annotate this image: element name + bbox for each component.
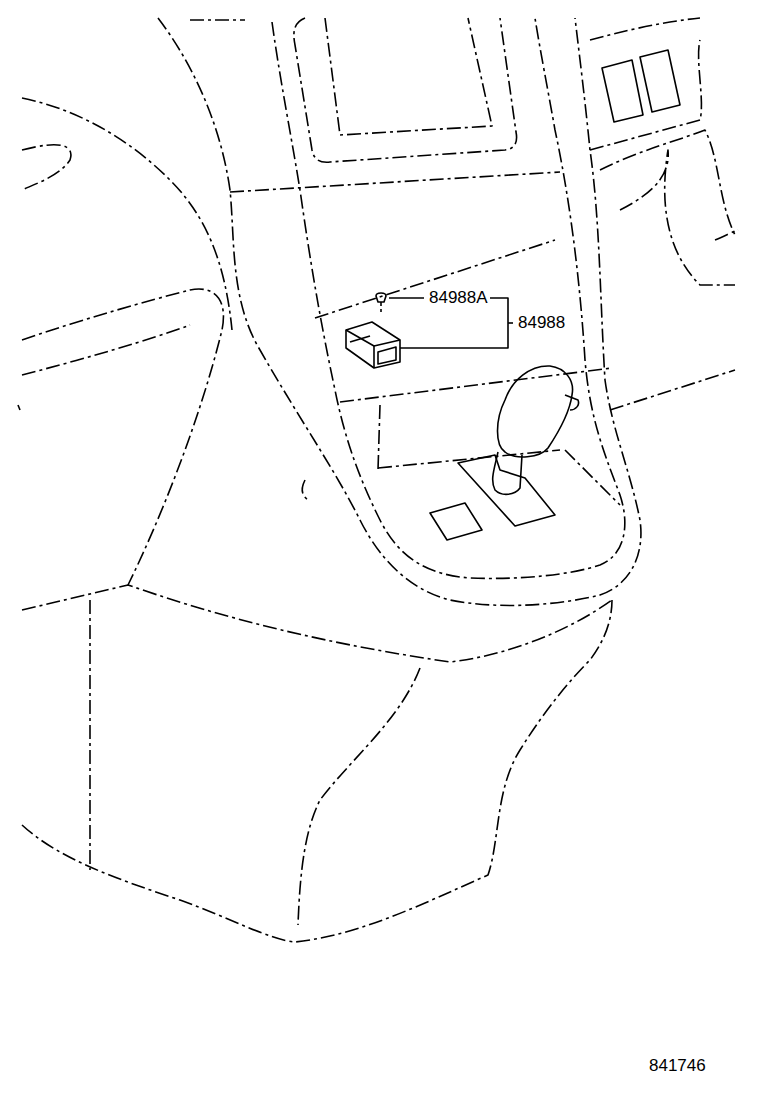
- screen-bezel: [294, 18, 517, 162]
- panel-seam: [230, 172, 560, 192]
- dash-outline: [22, 98, 232, 330]
- leader-line: [389, 297, 424, 299]
- switch: [640, 50, 680, 112]
- socket-body: [346, 330, 400, 346]
- outline: [302, 480, 308, 500]
- figure-number: 841746: [648, 1057, 707, 1076]
- lower-console: [22, 600, 612, 942]
- panel-seam: [565, 450, 620, 505]
- bulb: [380, 302, 382, 306]
- callout-number: 84988: [517, 314, 566, 333]
- callout-number: 84988A: [428, 289, 489, 308]
- outline: [190, 19, 245, 21]
- vent: [22, 145, 71, 190]
- lower-console: [89, 600, 91, 870]
- switch: [602, 60, 643, 122]
- glovebox: [22, 325, 190, 375]
- lower-console: [22, 585, 612, 662]
- lower-console: [298, 668, 420, 925]
- socket-body: [373, 346, 375, 368]
- dash-outline: [590, 18, 700, 40]
- switch: [430, 503, 482, 540]
- console-inner: [272, 18, 625, 578]
- shift-button: [565, 395, 579, 410]
- dash-seam: [610, 370, 735, 410]
- socket-body: [346, 322, 400, 368]
- glovebox: [22, 289, 223, 585]
- dash-outline: [620, 150, 735, 285]
- outline: [18, 405, 20, 410]
- bulb: [376, 293, 386, 302]
- socket-face: [378, 347, 396, 364]
- shift-boot: [493, 452, 522, 494]
- panel-seam: [378, 405, 380, 470]
- panel-seam: [315, 240, 555, 318]
- panel-seam: [378, 450, 560, 468]
- socket-body: [350, 336, 370, 342]
- leader-line: [508, 322, 513, 324]
- dash-outline: [715, 230, 738, 240]
- screen: [325, 18, 492, 135]
- shift-knob: [498, 366, 573, 457]
- dash-outline: [590, 40, 701, 150]
- bulb: [380, 309, 382, 312]
